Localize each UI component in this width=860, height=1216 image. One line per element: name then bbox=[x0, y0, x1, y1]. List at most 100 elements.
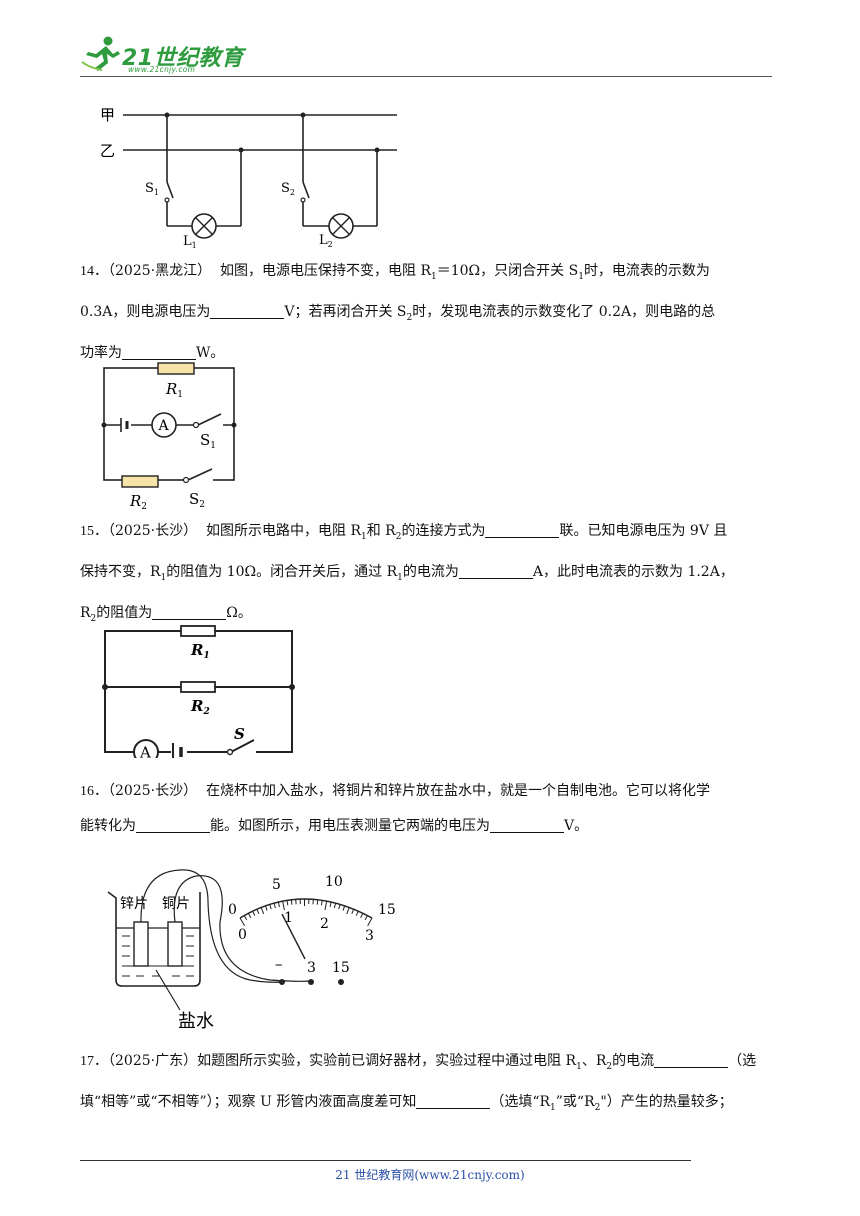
logo-url: www.21cnjy.com bbox=[128, 65, 196, 74]
scale-outer-5: 5 bbox=[272, 877, 281, 893]
question-number: 15． bbox=[80, 524, 108, 539]
answer-blank[interactable] bbox=[490, 816, 564, 833]
terminal-15: 15 bbox=[332, 960, 350, 976]
dial-tick bbox=[260, 907, 265, 915]
question-16: 16．（2025·长沙） 在烧杯中加入盐水，将铜片和锌片放在盐水中，就是一个自制… bbox=[80, 783, 710, 834]
figure-q16-battery-voltmeter: 锌片 铜片 盐水 0 5 10 15 0 1 2 3 – 3 15 bbox=[107, 869, 396, 1032]
question-source: （2025·广东） bbox=[108, 1053, 198, 1069]
figure-q14-circuit: A R1 S1 R2 S2 bbox=[101, 362, 237, 512]
switch-icon bbox=[230, 739, 255, 753]
answer-blank[interactable] bbox=[458, 562, 533, 579]
lamp-l1-icon bbox=[191, 213, 217, 239]
dial-tick bbox=[277, 901, 280, 908]
question-number: 17． bbox=[80, 1054, 108, 1069]
question-number: 14． bbox=[80, 264, 108, 279]
switch-label: S bbox=[234, 725, 245, 743]
s2-label: S2 bbox=[189, 490, 205, 510]
dial-tick bbox=[286, 900, 289, 906]
footer-text: 21 世纪教育网(www.21cnjy.com) bbox=[335, 1168, 525, 1182]
answer-blank[interactable] bbox=[152, 603, 227, 620]
dial-tick bbox=[290, 899, 293, 905]
footer-rule bbox=[80, 1160, 691, 1161]
terminal-3: 3 bbox=[307, 960, 316, 976]
r2-label: R2 bbox=[190, 697, 210, 717]
answer-blank[interactable] bbox=[136, 816, 210, 833]
logo-text: 21世纪教育 bbox=[122, 46, 244, 71]
dial-tick bbox=[320, 900, 323, 906]
terminal-dot bbox=[338, 979, 344, 985]
question-number: 16． bbox=[80, 784, 108, 799]
dial-tick bbox=[324, 901, 328, 911]
scale-outer-15: 15 bbox=[378, 902, 396, 918]
answer-blank[interactable] bbox=[210, 302, 285, 319]
dial-tick bbox=[364, 915, 368, 921]
needle-icon bbox=[281, 913, 306, 960]
scale-inner-0: 0 bbox=[238, 927, 247, 943]
svg-text:A: A bbox=[158, 418, 170, 434]
beaker-icon bbox=[107, 891, 201, 987]
figure-q15-circuit: A R1 R2 S bbox=[102, 625, 295, 758]
dial-tick bbox=[355, 910, 359, 916]
switch-s1-label: S1 bbox=[145, 181, 159, 197]
dial-tick bbox=[269, 904, 272, 910]
runner-logo-icon bbox=[81, 36, 120, 71]
dial-tick bbox=[329, 901, 332, 908]
question-17: 17．（2025·广东）如题图所示实验，实验前已调好器材，实验过程中通过电阻 R… bbox=[80, 1051, 757, 1113]
answer-blank[interactable] bbox=[122, 343, 196, 360]
scale-inner-2: 2 bbox=[320, 916, 329, 932]
dial-tick bbox=[264, 905, 268, 911]
dial-tick bbox=[342, 905, 346, 911]
dial-tick bbox=[360, 913, 364, 918]
dial-tick bbox=[338, 904, 341, 910]
lamp-l2-label: L2 bbox=[319, 233, 333, 249]
scale-inner-1: 1 bbox=[284, 910, 293, 926]
resistor-r2-icon bbox=[121, 475, 159, 488]
copper-plate-icon bbox=[167, 921, 183, 967]
answer-blank[interactable] bbox=[485, 521, 560, 538]
scale-inner-3: 3 bbox=[365, 928, 374, 944]
zinc-plate-icon bbox=[133, 921, 149, 967]
r2-label: R2 bbox=[129, 492, 147, 512]
r1-label: R1 bbox=[190, 641, 210, 661]
question-source: （2025·长沙） bbox=[108, 783, 198, 799]
dial-tick bbox=[256, 909, 260, 914]
resistor-r2-icon bbox=[180, 681, 216, 693]
answer-blank[interactable] bbox=[416, 1092, 491, 1109]
scale-outer-10: 10 bbox=[325, 874, 343, 890]
dial-tick bbox=[252, 910, 256, 916]
switch-s2-label: S2 bbox=[281, 181, 295, 197]
terminal-dot bbox=[279, 979, 285, 985]
dial-tick bbox=[282, 901, 285, 911]
switch-s2-icon bbox=[187, 468, 213, 481]
ammeter-icon: A bbox=[133, 739, 159, 758]
dial-tick bbox=[351, 909, 355, 915]
dial-tick bbox=[239, 917, 246, 926]
question-14: 14．（2025·黑龙江） 如图，电源电压保持不变，电阻 R1＝10Ω，只闭合开… bbox=[80, 263, 716, 361]
r1-label: R1 bbox=[165, 380, 183, 400]
lamp-l2-icon bbox=[328, 213, 354, 239]
answer-blank[interactable] bbox=[654, 1051, 729, 1068]
resistor-r1-icon bbox=[180, 625, 216, 637]
dial-tick bbox=[333, 903, 337, 909]
header-rule bbox=[80, 76, 772, 77]
lamp-l1-label: L1 bbox=[183, 234, 197, 250]
dial-tick bbox=[273, 903, 276, 909]
logo bbox=[80, 34, 250, 76]
wire-label-yi: 乙 bbox=[100, 142, 115, 160]
question-source: （2025·长沙） bbox=[108, 523, 198, 539]
resistor-r1-icon bbox=[157, 362, 195, 375]
dial-tick bbox=[243, 915, 248, 921]
voltmeter-dial-icon bbox=[239, 898, 373, 960]
s1-label: S1 bbox=[200, 431, 216, 451]
copper-label: 铜片 bbox=[162, 896, 190, 912]
saltwater-icon bbox=[122, 935, 194, 977]
scale-outer-0: 0 bbox=[228, 902, 237, 918]
terminal-negative: – bbox=[275, 955, 283, 973]
dial-tick bbox=[247, 913, 252, 918]
question-source: （2025·黑龙江） bbox=[108, 263, 212, 279]
question-15: 15．（2025·长沙） 如图所示电路中，电阻 R1和 R2的连接方式为联。已知… bbox=[80, 521, 734, 624]
zinc-label: 锌片 bbox=[120, 896, 148, 912]
dial-tick bbox=[367, 917, 373, 927]
wire-label-jia: 甲 bbox=[100, 106, 115, 124]
dial-tick bbox=[346, 907, 350, 915]
